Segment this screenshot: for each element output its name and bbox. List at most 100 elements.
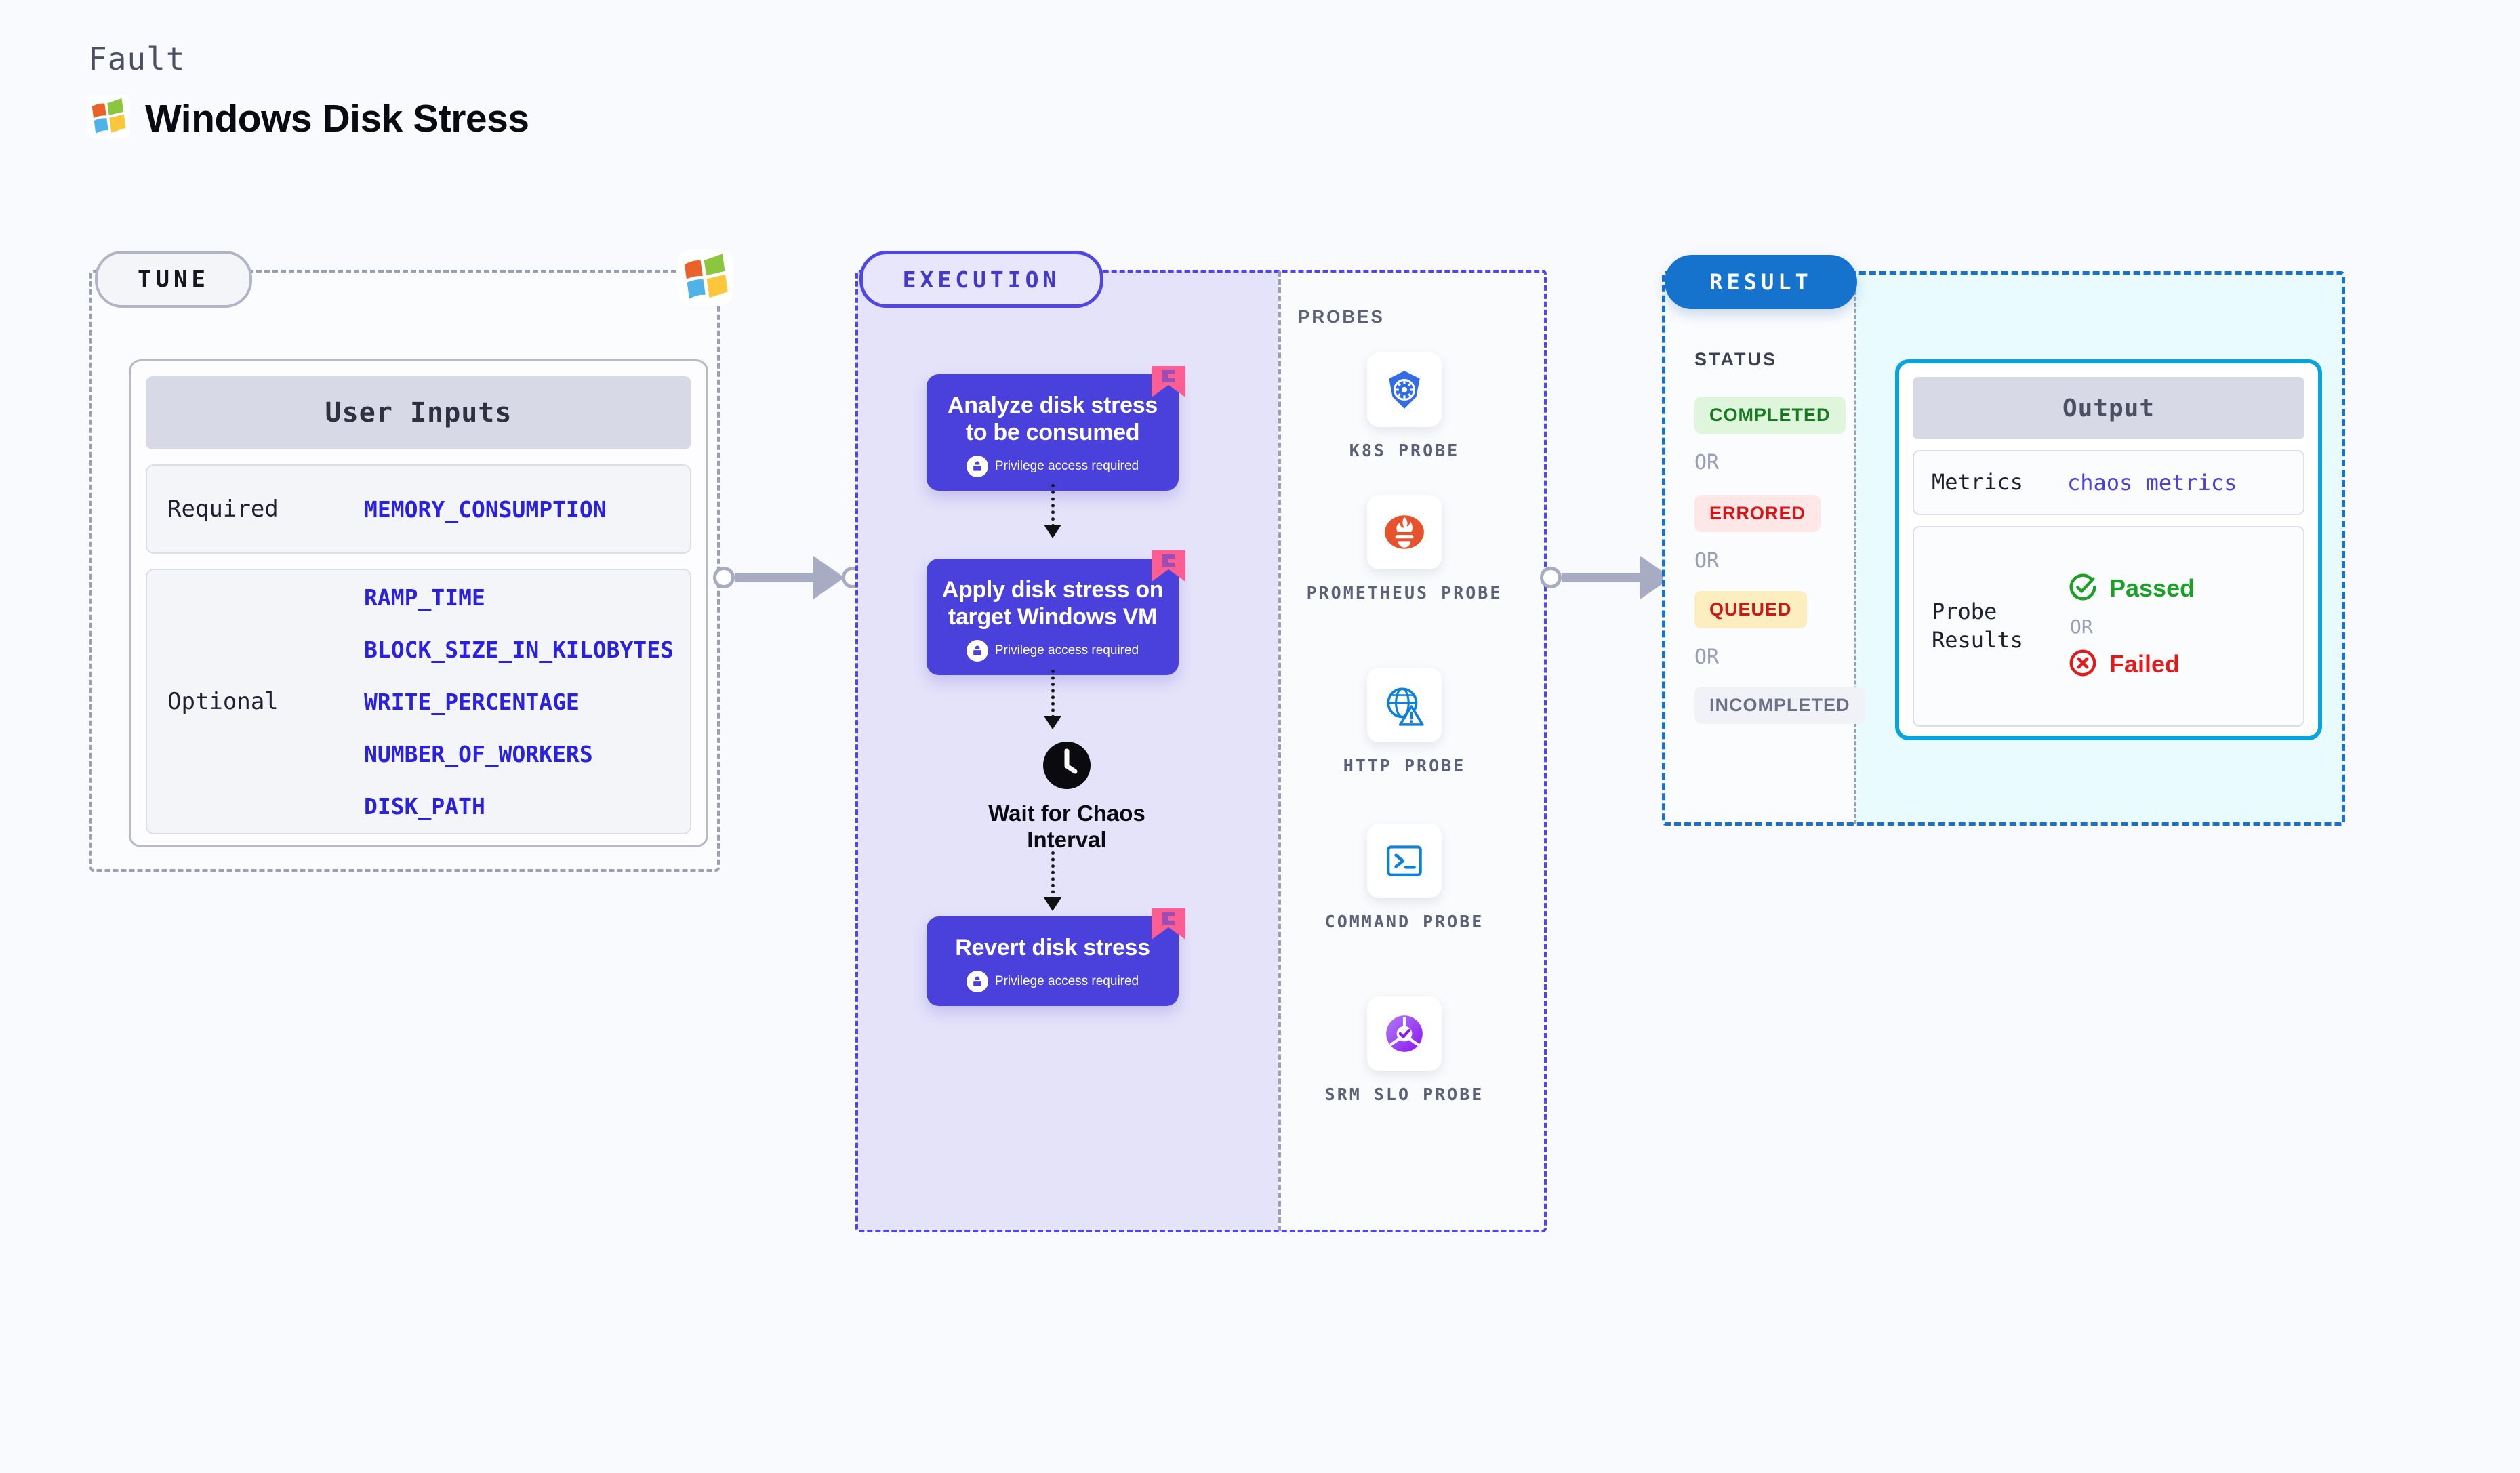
- terminal-icon: [1367, 824, 1442, 898]
- flow-arrow-2: [1051, 670, 1055, 719]
- required-label: Required: [167, 496, 279, 523]
- output-row-probe-results: Probe Results Passed OR: [1913, 526, 2304, 727]
- output-card: Output Metrics chaos metrics Probe Resul…: [1895, 359, 2322, 740]
- step-title: Apply disk stress on target Windows VM: [941, 577, 1164, 630]
- probes-title: PROBES: [1298, 306, 1385, 327]
- privilege-text: Privilege access required: [994, 459, 1139, 474]
- page-title: Windows Disk Stress: [145, 96, 529, 140]
- input-token[interactable]: RAMP_TIME: [364, 584, 485, 611]
- privilege-text: Privilege access required: [994, 643, 1139, 658]
- flow-arrow-3: [1051, 851, 1055, 900]
- status-badge-incompleted: INCOMPLETED: [1694, 687, 1865, 724]
- flow-arrowhead-1: [1044, 525, 1061, 538]
- lock-icon: [966, 640, 988, 662]
- probe-srm-slo[interactable]: SRM SLO PROBE: [1303, 996, 1506, 1106]
- passed-label: Passed: [2109, 574, 2195, 602]
- flow-arrow-1: [1051, 484, 1055, 527]
- connector-arrowhead: [813, 556, 845, 599]
- execution-section: [855, 270, 1547, 1232]
- probe-label: COMMAND PROBE: [1324, 912, 1484, 931]
- probe-result-passed: Passed: [2067, 571, 2195, 606]
- input-token[interactable]: BLOCK_SIZE_IN_KILOBYTES: [364, 636, 674, 663]
- metrics-value[interactable]: chaos metrics: [2067, 470, 2237, 496]
- input-token[interactable]: MEMORY_CONSUMPTION: [364, 496, 607, 523]
- result-section: [1662, 271, 2345, 826]
- wait-node-label: Wait for Chaos Interval: [988, 801, 1145, 852]
- x-circle-icon: [2067, 647, 2098, 682]
- result-panel-divider: [1854, 273, 1856, 824]
- user-inputs-card: User Inputs Required MEMORY_CONSUMPTION …: [129, 359, 708, 847]
- optional-inputs-block: Optional RAMP_TIME BLOCK_SIZE_IN_KILOBYT…: [146, 569, 691, 834]
- required-inputs-block: Required MEMORY_CONSUMPTION: [146, 464, 691, 554]
- status-badge-errored: ERRORED: [1694, 495, 1821, 532]
- probe-label: PROMETHEUS PROBE: [1306, 583, 1503, 603]
- connector-dot-start: [1540, 567, 1562, 588]
- clock-icon: [1042, 742, 1092, 793]
- privilege-text: Privilege access required: [994, 974, 1139, 989]
- input-token[interactable]: WRITE_PERCENTAGE: [364, 688, 580, 715]
- result-status-panel: [1663, 273, 1854, 824]
- connector-line: [735, 573, 815, 582]
- probe-label: K8S PROBE: [1349, 441, 1460, 460]
- probe-result-or: OR: [2070, 615, 2093, 638]
- execution-pill[interactable]: EXECUTION: [859, 251, 1103, 308]
- execution-step-apply[interactable]: Apply disk stress on target Windows VM P…: [927, 550, 1185, 676]
- wait-for-chaos-node: Wait for Chaos Interval: [983, 740, 1151, 853]
- tune-pill[interactable]: TUNE: [95, 251, 252, 308]
- lock-icon: [966, 456, 988, 478]
- status-badge-completed: COMPLETED: [1694, 397, 1846, 434]
- privilege-note: Privilege access required: [939, 640, 1166, 662]
- probe-label: HTTP PROBE: [1343, 756, 1466, 775]
- connector-tune-to-execution: [713, 556, 863, 599]
- probes-panel: [1281, 271, 1545, 1231]
- status-header: STATUS: [1694, 349, 1777, 369]
- probe-results-values: Passed OR Failed: [2067, 571, 2195, 682]
- optional-values: RAMP_TIME BLOCK_SIZE_IN_KILOBYTES WRITE_…: [364, 584, 674, 820]
- input-token[interactable]: NUMBER_OF_WORKERS: [364, 740, 593, 767]
- probe-k8s[interactable]: K8S PROBE: [1303, 352, 1506, 462]
- page-kicker: Fault: [88, 41, 186, 77]
- kubernetes-icon: [1367, 352, 1442, 427]
- step-title: Analyze disk stress to be consumed: [948, 392, 1158, 446]
- page-title-row: Windows Disk Stress: [87, 95, 529, 142]
- status-badge-queued: QUEUED: [1694, 591, 1807, 628]
- connector-dot-start: [713, 567, 735, 588]
- privilege-note: Privilege access required: [939, 971, 1166, 993]
- status-or-2: OR: [1694, 549, 1720, 573]
- windows-logo-icon: [87, 95, 130, 142]
- windows-logo-badge-icon: [678, 249, 733, 308]
- execution-probes-divider: [1278, 271, 1281, 1231]
- probe-result-failed: Failed: [2067, 647, 2195, 682]
- flow-arrowhead-3: [1044, 897, 1061, 911]
- probe-label: SRM SLO PROBE: [1324, 1085, 1484, 1104]
- probe-command[interactable]: COMMAND PROBE: [1303, 824, 1506, 933]
- status-or-1: OR: [1694, 451, 1720, 475]
- http-globe-icon: [1367, 668, 1442, 742]
- input-token[interactable]: DISK_PATH: [364, 792, 485, 820]
- flow-arrowhead-2: [1044, 716, 1061, 729]
- execution-step-revert[interactable]: Revert disk stress Privilege access requ…: [927, 908, 1185, 1007]
- privilege-note: Privilege access required: [939, 456, 1166, 478]
- prometheus-icon: [1367, 495, 1442, 569]
- ribbon-badge-icon: [1149, 362, 1188, 405]
- probe-results-key: Probe Results: [1932, 599, 2023, 653]
- result-pill[interactable]: RESULT: [1665, 255, 1857, 309]
- probe-http[interactable]: HTTP PROBE: [1303, 668, 1506, 778]
- srm-slo-icon: [1367, 996, 1442, 1071]
- output-title: Output: [1913, 377, 2304, 439]
- connector-line: [1562, 573, 1642, 582]
- ribbon-badge-icon: [1149, 546, 1188, 589]
- status-or-3: OR: [1694, 645, 1720, 669]
- step-title: Revert disk stress: [955, 935, 1150, 961]
- execution-step-analyze[interactable]: Analyze disk stress to be consumed Privi…: [927, 366, 1185, 491]
- metrics-key: Metrics: [1932, 469, 2023, 496]
- failed-label: Failed: [2109, 650, 2180, 678]
- required-values: MEMORY_CONSUMPTION: [364, 496, 607, 523]
- probe-prometheus[interactable]: PROMETHEUS PROBE: [1303, 495, 1506, 605]
- user-inputs-title: User Inputs: [146, 376, 691, 449]
- ribbon-badge-icon: [1149, 904, 1188, 947]
- check-circle-icon: [2067, 571, 2098, 606]
- optional-label: Optional: [167, 688, 279, 715]
- output-row-metrics: Metrics chaos metrics: [1913, 450, 2304, 515]
